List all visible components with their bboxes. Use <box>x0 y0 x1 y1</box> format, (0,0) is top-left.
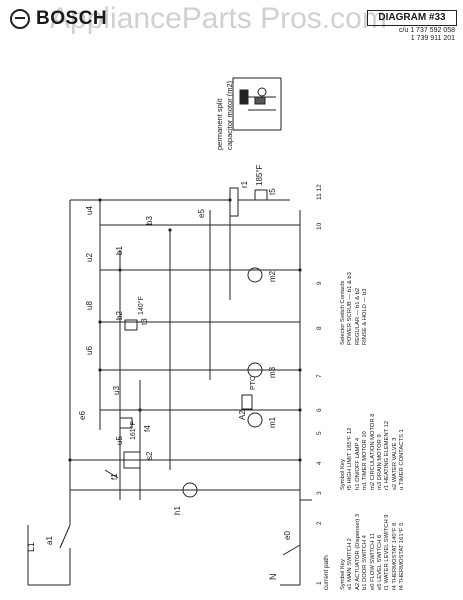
cp-5: 5 <box>316 431 323 435</box>
key1-row-0: a1 MAIN SWITCH 2 <box>347 538 354 590</box>
cp-1: 1 <box>316 581 323 585</box>
u5-label: u5 <box>115 436 124 445</box>
a1-label: a1 <box>45 536 54 545</box>
t3-thermostat <box>124 319 138 331</box>
u2-label: u2 <box>85 253 94 262</box>
sel-row-0: POWER SCRUB — b1 & b3 <box>347 272 354 345</box>
key1-row-3: e0 FLOW SWITCH 11 <box>369 533 376 590</box>
t5-label: t5 <box>268 188 277 195</box>
key1-row-4: e5 LEVEL SWITCH 6 <box>377 534 384 590</box>
e5-label: e5 <box>197 209 206 218</box>
u6-label: u6 <box>85 346 94 355</box>
current-path-label: current path <box>323 555 330 590</box>
key2-row-1: h1 ON/OFF LAMP 4 <box>354 437 361 490</box>
sel-row-2: RINSE & HOLD — b3 <box>362 288 369 345</box>
watermark-text: ApplianceParts Pros.com <box>50 2 387 35</box>
cp-7: 7 <box>316 374 323 378</box>
e6-label: e6 <box>78 411 87 420</box>
m1-label: m1 <box>268 416 277 428</box>
key2-row-3: m2 CIRCULATION MOTOR 8 <box>369 413 376 491</box>
diagram-number: DIAGRAM #33 <box>367 10 457 26</box>
a2-label: A2 <box>238 410 247 420</box>
cp-10: 10 <box>316 222 323 230</box>
h1-label: h1 <box>173 506 182 515</box>
inset-box <box>232 77 282 131</box>
s2-valve <box>123 451 141 469</box>
e0-label: e0 <box>283 531 292 540</box>
inset-winding <box>254 96 266 105</box>
f1-label: f1 <box>110 473 119 480</box>
key1-row-1: A2 ACTUATOR (Dispenser) 3 <box>354 513 361 590</box>
key1-row-2: b1 DOOR SWITCH 4 <box>362 535 369 590</box>
t185-label: 185°F <box>255 164 264 186</box>
u4-label: u4 <box>85 206 94 215</box>
e0-switch <box>282 544 301 556</box>
u3-label: u3 <box>112 386 121 395</box>
cp-4: 4 <box>316 461 323 465</box>
n-label: N <box>268 573 278 581</box>
brand-name: BOSCH <box>36 8 108 29</box>
bosch-logo-icon <box>10 9 30 29</box>
s2-label: s2 <box>145 451 154 460</box>
brand-logo: BOSCH <box>10 8 107 30</box>
f5-limit <box>254 189 268 201</box>
cp-2: 2 <box>316 521 323 525</box>
h1-lamp <box>182 482 198 498</box>
b3-label: b3 <box>145 216 154 225</box>
f4-thermostat <box>119 417 133 429</box>
t161-label: 161°F <box>130 421 137 440</box>
b2-label: b2 <box>115 311 124 320</box>
f4-label: f4 <box>143 425 152 432</box>
key2-row-0: f5 HIGH LIMIT 185°F 12 <box>347 427 354 490</box>
inset-capacitor <box>239 89 249 105</box>
u8-label: u8 <box>85 301 94 310</box>
key1-row-5: f1 WATER LEVEL SWITCH 9 <box>384 514 391 590</box>
cp-11-12: 11 12 <box>316 184 323 200</box>
selector-key: Selector Switch Contacts POWER SCRUB — b… <box>340 272 370 345</box>
r1-label: r1 <box>240 180 249 188</box>
key2-row-7: u TIMER CONTACTS 1 <box>399 429 406 490</box>
m1-motor <box>247 412 263 428</box>
m2-motor <box>247 267 263 283</box>
symbol-key-2-title: Symbol Key <box>340 459 346 490</box>
t140-label: 140°F <box>138 296 145 315</box>
key2-row-4: m3 DRAIN MOTOR 9 <box>377 434 384 490</box>
sel-row-1: REGULAR — b1 & b2 <box>354 287 361 345</box>
part-number-1: c/u 1 737 592 058 <box>398 27 455 34</box>
part-number-2: 1 739 911 201 <box>410 35 455 42</box>
key1-row-7: f4 THERMOSTAT 161°F 5 <box>399 522 406 590</box>
m3-motor <box>247 362 263 378</box>
key2-row-5: r1 HEATING ELEMENT 12 <box>384 420 391 490</box>
key2-row-6: s2 WATER VALVE 3 <box>391 437 398 490</box>
symbol-key-1-title: Symbol Key <box>340 559 346 590</box>
m2-label: m2 <box>268 270 277 282</box>
cp-6: 6 <box>316 408 323 412</box>
cp-3: 3 <box>316 491 323 495</box>
t3-label: t3 <box>140 318 149 325</box>
selector-key-title: Selector Switch Contacts <box>340 280 346 345</box>
ptc-actuator <box>241 394 253 410</box>
m3-label: m3 <box>268 366 277 378</box>
r1-element <box>229 187 239 217</box>
ptc-label: PTC <box>250 376 257 390</box>
key2-row-2: m1 TIMER MOTOR 10 <box>362 431 369 490</box>
symbol-key-1: Symbol Key a1 MAIN SWITCH 2 A2 ACTUATOR … <box>340 514 407 590</box>
a1-switch <box>59 524 71 549</box>
b1-label: b1 <box>115 246 124 255</box>
cp-9: 9 <box>316 281 323 285</box>
cp-8: 8 <box>316 326 323 330</box>
symbol-key-2: Symbol Key f5 HIGH LIMIT 185°F 12 h1 ON/… <box>340 414 407 491</box>
key1-row-6: f4 THERMOSTAT 140°F 8 <box>391 522 398 590</box>
l1-label: L1 <box>26 541 36 552</box>
